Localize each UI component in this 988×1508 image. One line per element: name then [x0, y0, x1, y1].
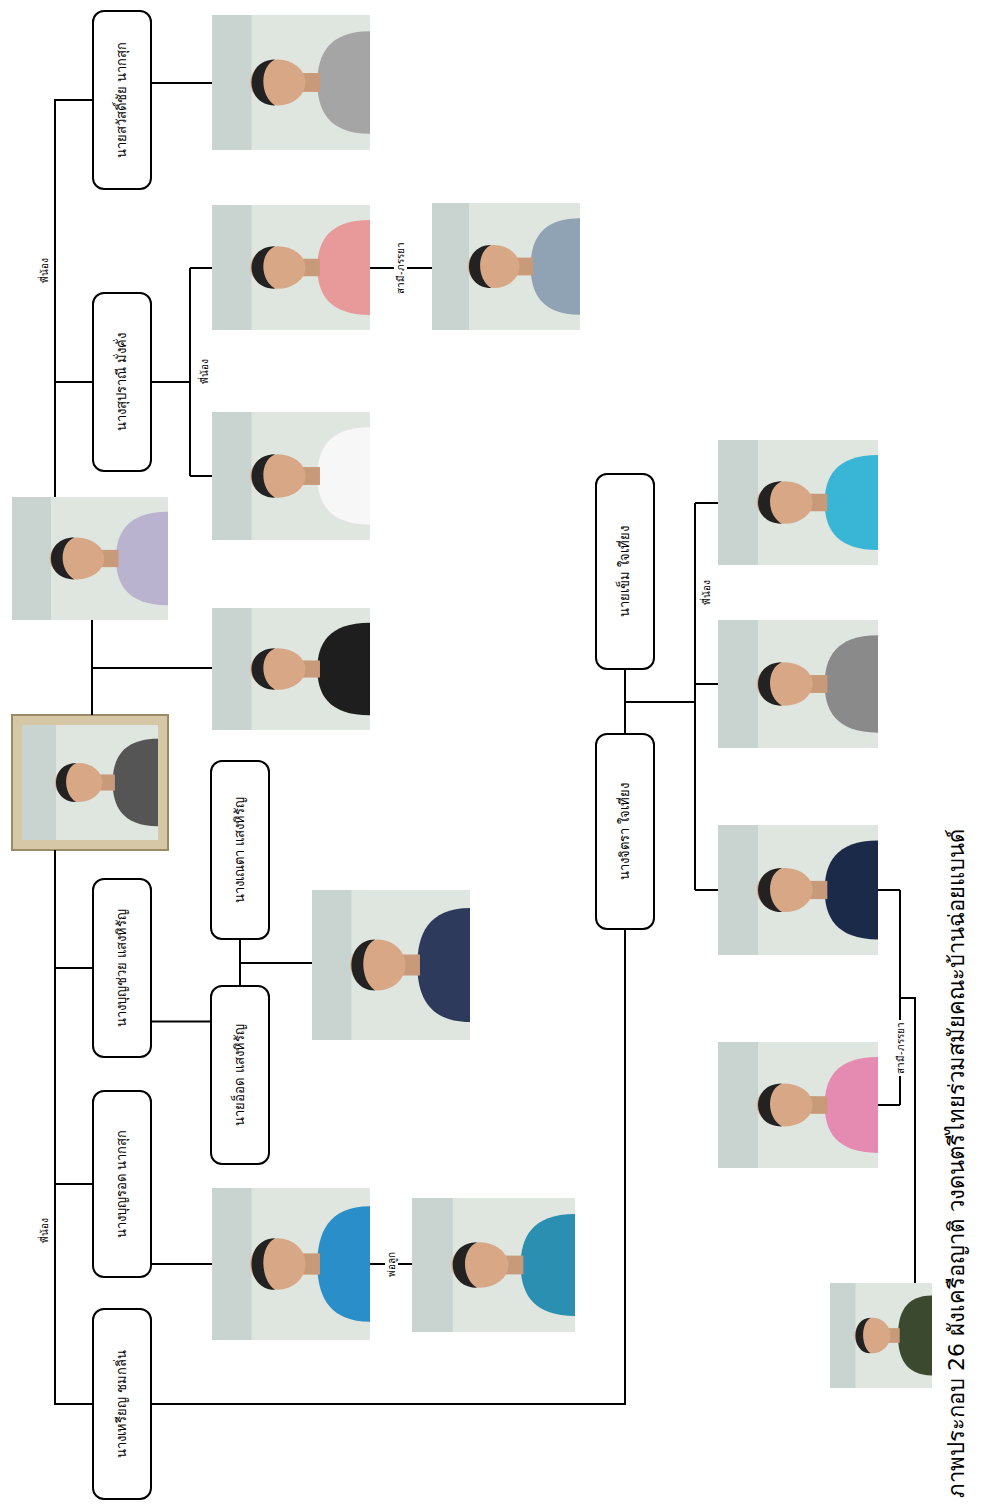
person-box: นายเข็ม ใจเที่ยง [595, 473, 655, 670]
person-name: นางเหรียญ ชมกลิ่น [113, 1350, 131, 1458]
photo [718, 620, 878, 748]
person-box: นางเณตา แสงหิรัญ [210, 760, 270, 940]
tree-line [92, 620, 212, 715]
relation-label: พี่น้อง [198, 357, 211, 386]
tree-line [878, 890, 915, 1283]
person-name: นายอ็อด แสงหิรัญ [231, 1024, 249, 1125]
photo [412, 1198, 575, 1332]
relation-label: สามี-ภรรยา [894, 1020, 907, 1076]
photo [212, 15, 370, 150]
photo [830, 1283, 932, 1388]
tree-line [54, 850, 56, 968]
photo [312, 890, 470, 1040]
tree-line [152, 82, 212, 84]
relation-label: พี่น้อง [38, 1216, 51, 1245]
tree-line [54, 382, 56, 497]
person-name: นางสุปราณี มั่งคั่ง [113, 333, 131, 431]
person-box: นางจิตรา ใจเที่ยง [595, 733, 655, 930]
photo [718, 440, 878, 565]
relation-label: สามี-ภรรยา [394, 240, 407, 296]
tree-lines [55, 83, 915, 1283]
person-name: นายเข็ม ใจเที่ยง [616, 526, 634, 617]
person-name: นางบุญรอด นากสุก [113, 1130, 131, 1238]
relation-label: พี่น้อง [38, 256, 51, 285]
person-name: นางจิตรา ใจเที่ยง [616, 783, 634, 880]
kinship-line [152, 1021, 210, 1023]
figure-caption: ภาพประกอบ 26 ผังเครือญาติ วงดนตรีไทยร่วม… [942, 829, 973, 1498]
kinship-line [152, 930, 625, 1404]
tree-line [152, 268, 212, 476]
relation-label: พี่น้อง [700, 578, 713, 607]
photo-frame [12, 715, 168, 850]
photo [212, 1188, 370, 1340]
kinship-line [55, 100, 92, 382]
photo [718, 825, 878, 955]
photo [432, 203, 580, 330]
tree-line [240, 962, 312, 964]
photo [22, 725, 158, 840]
photo [12, 497, 168, 620]
person-name: นายสวัสดิ์ชัย นากสุก [113, 42, 131, 158]
photo [212, 412, 370, 540]
person-name: นางบุญช่วย แสงหิรัญ [113, 909, 131, 1027]
tree-line [152, 1263, 412, 1265]
person-box: นางเหรียญ ชมกลิ่น [92, 1308, 152, 1500]
relation-label: พ่อลูก [385, 1250, 398, 1279]
person-box: นายสวัสดิ์ชัย นากสุก [92, 10, 152, 190]
kinship-line [55, 1184, 92, 1404]
kinship-line [624, 670, 626, 733]
person-box: นางบุญรอด นากสุก [92, 1090, 152, 1278]
person-box: นางสุปราณี มั่งคั่ง [92, 292, 152, 472]
person-name: นางเณตา แสงหิรัญ [231, 797, 249, 903]
kinship-line [239, 940, 241, 985]
person-box: นายอ็อด แสงหิรัญ [210, 985, 270, 1165]
kinship-line [55, 968, 92, 1184]
person-box: นางบุญช่วย แสงหิรัญ [92, 878, 152, 1058]
photo [718, 1042, 878, 1168]
photo [212, 608, 370, 730]
photo [212, 205, 370, 330]
